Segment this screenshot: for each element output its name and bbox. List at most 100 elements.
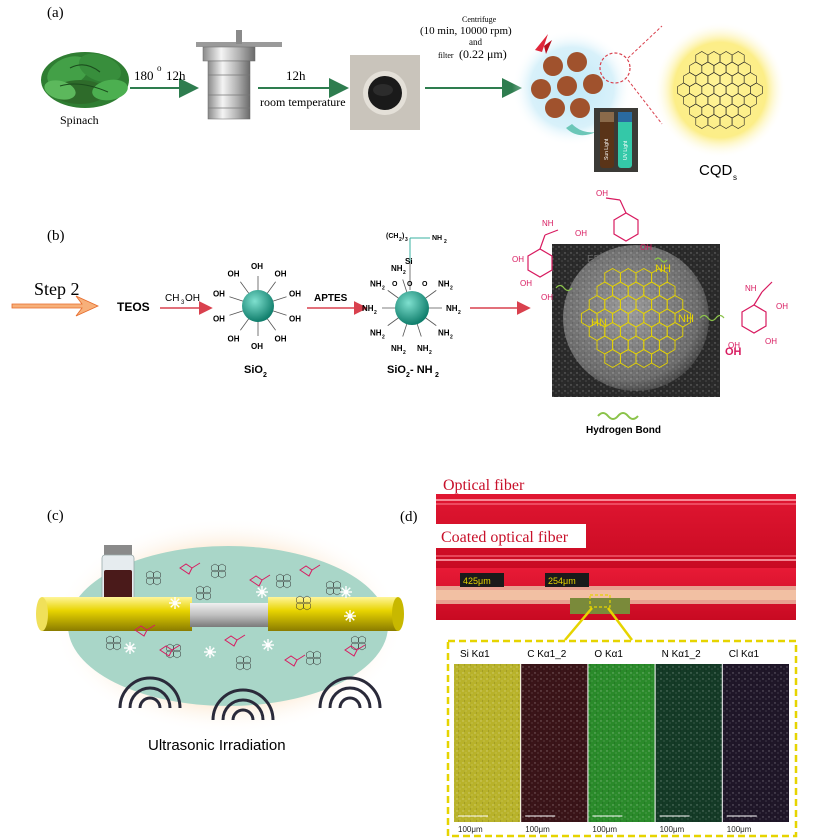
time-label-2: 12h	[286, 68, 306, 83]
chain-label: (CH	[386, 233, 398, 240]
oh-10: OH	[725, 346, 742, 358]
eds-scale-label: 100μm	[525, 825, 550, 834]
eds-scale-label: 100μm	[727, 825, 752, 834]
eds-noise-3	[655, 664, 722, 822]
oh-8: OH	[765, 337, 777, 346]
graphene-hex	[218, 563, 226, 573]
pink-bond	[236, 634, 246, 641]
o-label-2: O	[407, 281, 413, 288]
molecule-labels: OH OH OH NH OH OH OH OH OH NH OH OH	[512, 189, 788, 358]
panel-a: (a) Spinach 180 o 12h	[41, 5, 786, 182]
graphene-hex	[358, 641, 366, 651]
sio2-nh2-end: - NH	[410, 364, 433, 376]
graphene-hex	[313, 650, 321, 660]
cqd-hex-cell	[731, 114, 745, 129]
hn-label: HN	[591, 317, 607, 329]
chain-sub: 2	[399, 237, 402, 243]
oh-9: OH	[776, 302, 788, 311]
o-label-3: O	[422, 281, 428, 288]
oh-3: OH	[541, 293, 553, 302]
eds-noise-4	[722, 664, 789, 822]
nh2-sub-label: 2	[403, 270, 406, 276]
spinach-image	[41, 52, 129, 108]
zoom-box-small	[589, 594, 611, 608]
eds-channel-label: O Kα1	[594, 649, 623, 660]
panel-label-d: (d)	[400, 509, 418, 525]
nh2-sub-label: 2	[382, 335, 385, 341]
zoom-line-left	[564, 607, 593, 641]
sparkle-center	[344, 590, 348, 594]
nh2-label: NH	[438, 279, 450, 288]
panel-label-b: (b)	[47, 228, 65, 244]
sparkle-center	[128, 646, 132, 650]
pink-bond	[296, 654, 306, 661]
sparkle-center	[260, 590, 264, 594]
nh2-label: NH	[417, 344, 429, 353]
nh-label-top: NH	[655, 263, 671, 275]
graphene-hex	[303, 595, 311, 605]
nh2-label: NH	[370, 329, 382, 338]
graphene-hex	[333, 580, 341, 590]
panel-d: (d) Optical fiber Coated optical fiber 4…	[400, 470, 798, 838]
nh2-sub-label: 2	[450, 335, 453, 341]
si-label: Si	[405, 257, 413, 266]
nh2-label: NH	[391, 264, 403, 273]
eds-channel-label: Cl Kα1	[729, 649, 760, 660]
sio2-oh-label: OH	[275, 270, 287, 279]
temp-label: 180	[134, 68, 154, 83]
product-label: CQD	[699, 162, 733, 179]
vial-right-label: UV Light	[623, 140, 629, 160]
zoom-line-top	[627, 25, 663, 59]
eds-scale-label: 100μm	[660, 825, 685, 834]
beaker-photo	[350, 55, 420, 130]
zoom-circle	[599, 52, 631, 84]
epinephrine-bits	[134, 562, 366, 667]
nh-mol-2: NH	[745, 284, 757, 293]
eds-channel-label: Si Kα1	[460, 649, 490, 660]
graphene-hex	[203, 585, 211, 595]
room-temp-label: room temperature	[260, 95, 346, 109]
graphene-hex	[203, 591, 211, 601]
graphene-hex	[173, 643, 181, 653]
methanol-label: CH	[165, 293, 179, 304]
sio2-nh2-sub2: 2	[435, 372, 439, 379]
epinephrine-molecules	[527, 197, 773, 334]
graphene-hex	[153, 570, 161, 580]
oh-4: OH	[575, 229, 587, 238]
coated-fiber-label: Coated optical fiber	[441, 529, 569, 546]
pink-bond	[311, 564, 321, 571]
aptes-label: APTES	[314, 293, 348, 304]
pink-bond	[261, 574, 271, 581]
eds-channel-label: N Kα1_2	[662, 649, 702, 660]
sio2-oh-label: OH	[213, 290, 225, 299]
top-nh2-sub: 2	[444, 239, 447, 245]
nh2-sub-label: 2	[458, 310, 461, 316]
nh2-sub-label: 2	[382, 285, 385, 291]
panel-b: (b) Step 2 TEOS CH 3 OH OHOHOHOHOHOHOHOH…	[11, 189, 788, 436]
hydrogen-bond-icon	[597, 412, 639, 420]
graphene-hex	[113, 635, 121, 645]
eds-noise-2	[588, 664, 655, 822]
sio2-oh-label: OH	[227, 334, 239, 343]
teos-label: TEOS	[117, 300, 150, 314]
panel-label-c: (c)	[47, 508, 64, 524]
product-subscript: s	[733, 173, 737, 182]
eds-noise-1	[521, 664, 588, 822]
sio2-nh2-sub: 2	[406, 372, 410, 379]
graphene-hex	[153, 576, 161, 586]
oh-5: OH	[596, 189, 608, 198]
optical-fiber-label: Optical fiber	[443, 477, 525, 494]
dim-2-label: 254μm	[548, 576, 576, 586]
sparkle-center	[266, 643, 270, 647]
step-arrow	[11, 295, 99, 317]
graphene-hex	[113, 641, 121, 651]
nh2-label: NH	[362, 304, 374, 313]
graphene-flakes	[106, 563, 366, 671]
graphene-hex	[358, 635, 366, 645]
sio2-oh-label: OH	[251, 262, 263, 271]
sio2-oh-label: OH	[227, 270, 239, 279]
nh-label-right: NH	[678, 313, 694, 325]
